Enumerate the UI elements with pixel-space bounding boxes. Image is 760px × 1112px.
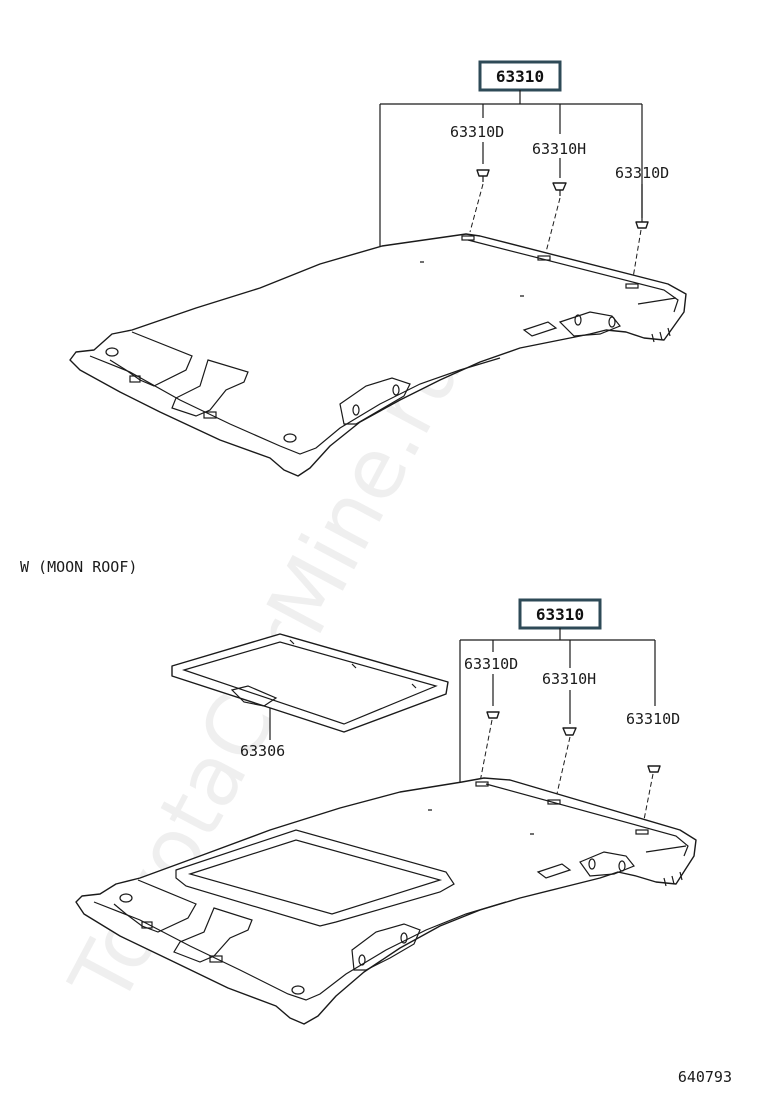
bottom-assist-grip-recess [351, 923, 421, 971]
bottom-rear-recess [579, 851, 635, 877]
moon-roof-section-label: W (MOON ROOF) [20, 558, 137, 576]
top-assembly: 63310 63310D 63310H 63310D [69, 60, 687, 477]
bottom-bracket-leader [459, 628, 656, 782]
bottom-main-part-number: 63310 [536, 605, 584, 624]
bottom-clip-left [486, 711, 500, 719]
top-main-part-number: 63310 [496, 67, 544, 86]
top-assist-grip-recess [339, 377, 411, 425]
bottom-visor-recess-center [173, 907, 253, 963]
moonroof-opening [175, 829, 455, 927]
top-visor-recess-center [171, 359, 249, 417]
bottom-callout-clip-right[interactable]: 63310D [626, 710, 680, 728]
top-callout-clip-left[interactable]: 63310D [450, 123, 504, 141]
top-clip-left [476, 169, 490, 182]
top-clip-center [552, 182, 567, 196]
top-main-part-box[interactable]: 63310 [478, 60, 562, 92]
bottom-callout-clip-left[interactable]: 63310D [464, 655, 518, 673]
top-clip-dashes [469, 183, 642, 285]
bottom-clip-center [562, 727, 577, 736]
bottom-callout-clip-center[interactable]: 63310H [542, 670, 596, 688]
bottom-main-part-box[interactable]: 63310 [518, 598, 602, 630]
bottom-callout-leaders [492, 674, 571, 724]
top-callout-clip-right[interactable]: 63310D [615, 164, 669, 182]
top-headliner [69, 233, 687, 477]
bottom-assembly: 63310 63310D 63310H 63310D 63306 [75, 598, 697, 1025]
bottom-headliner [75, 777, 697, 1025]
bottom-clip-right [647, 765, 661, 773]
bottom-visor-recess-left [113, 879, 197, 933]
top-callout-clip-center[interactable]: 63310H [532, 140, 586, 158]
top-rear-recess [558, 311, 621, 337]
top-visor-recess-left [109, 331, 193, 387]
top-clip-right [635, 221, 649, 229]
top-callout-leaders [482, 142, 643, 218]
sunshade-part-number[interactable]: 63306 [240, 742, 285, 760]
sunshade-panel [171, 633, 449, 733]
top-bracket-leader [379, 90, 643, 246]
bottom-clip-dashes [479, 719, 654, 831]
diagram-code: 640793 [678, 1068, 732, 1086]
